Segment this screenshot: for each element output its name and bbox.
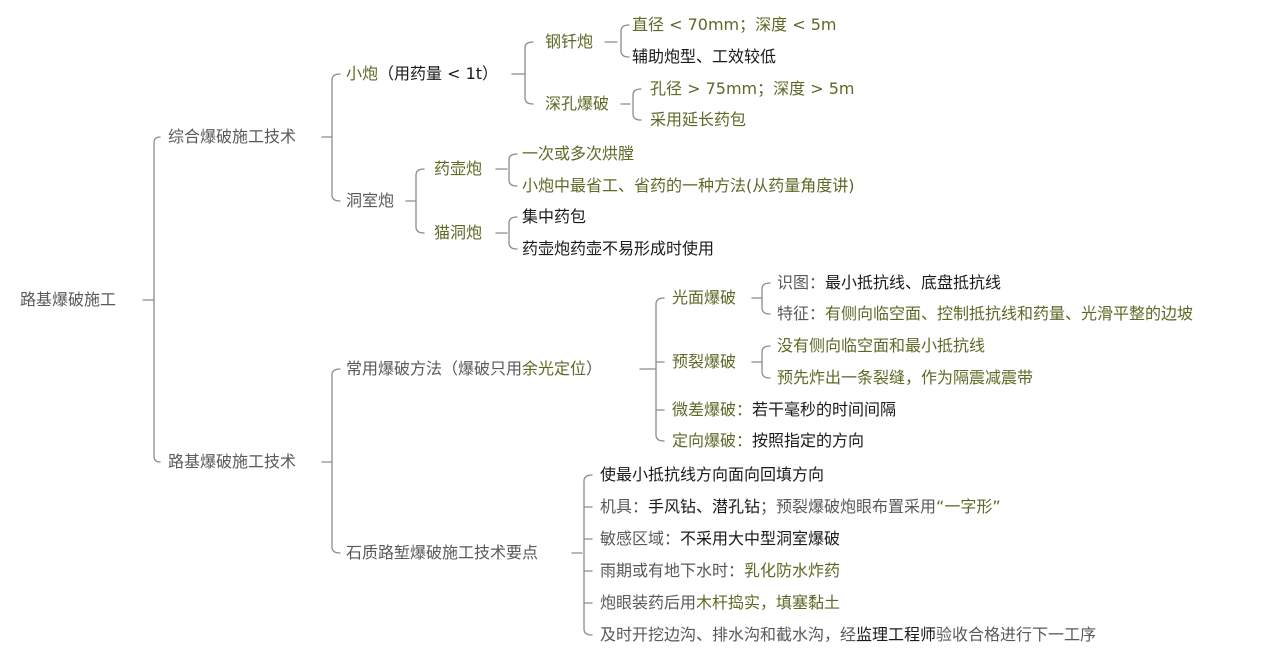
leaf-pot-hole-item-2: 小炮中最省工、省药的一种方法(从药量角度讲) <box>522 176 855 195</box>
rock-item-5-label: 炮眼装药后用 <box>600 593 697 612</box>
millisecond-blast-value: 若干毫秒的时间间隔 <box>752 400 897 419</box>
directional-blast-value: 按照指定的方向 <box>752 431 865 450</box>
node-smooth-blast: 光面爆破 <box>672 288 737 307</box>
smooth-item-2-value: 有侧向临空面、控制抵抗线和药量、光滑平整的边坡 <box>825 304 1194 323</box>
root-node: 路基爆破施工 <box>20 290 117 309</box>
leaf-rock-item-5: 炮眼装药后用木杆捣实，填塞黏土 <box>600 593 840 613</box>
node-rock-cut-key-points: 石质路堑爆破施工技术要点 <box>346 543 539 562</box>
node-chamber-blast: 洞室炮 <box>346 191 395 210</box>
leaf-smooth-item-1: 识图：最小抵抗线、底盘抵抗线 <box>777 273 1001 293</box>
small-blast-label: 小炮 <box>346 64 379 83</box>
rock-item-6-suffix: 验收合格进行下一工序 <box>936 625 1097 644</box>
smooth-item-2-label: 特征： <box>777 304 826 323</box>
node-cat-hole-blast: 猫洞炮 <box>434 223 483 242</box>
common-methods-label: 常用爆破方法（爆破只用 <box>346 359 523 378</box>
node-presplit-blast: 预裂爆破 <box>672 352 737 371</box>
rock-item-3-value: 不采用大中型洞室爆破 <box>680 529 841 548</box>
rock-item-3-label: 敏感区域： <box>600 529 681 548</box>
branch-roadbed-blasting: 路基爆破施工技术 <box>168 452 297 471</box>
leaf-smooth-item-2: 特征：有侧向临空面、控制抵抗线和药量、光滑平整的边坡 <box>777 304 1193 324</box>
rock-item-2-shape: “一字形” <box>936 497 1001 516</box>
leaf-cat-hole-item-2: 药壶炮药壶不易形成时使用 <box>522 239 715 258</box>
leaf-rock-item-3: 敏感区域：不采用大中型洞室爆破 <box>600 529 840 549</box>
smooth-item-1-label: 识图： <box>777 273 826 292</box>
leaf-deep-hole-item-1: 孔径 > 75mm；深度 > 5m <box>650 79 855 98</box>
rock-item-2-label: 机具： <box>600 497 649 516</box>
leaf-pot-hole-item-1: 一次或多次烘膛 <box>522 144 635 163</box>
common-methods-close: ） <box>586 359 603 378</box>
rock-item-2-middle: ；预裂爆破炮眼布置采用 <box>760 497 937 516</box>
leaf-rock-item-6: 及时开挖边沟、排水沟和截水沟，经监理工程师验收合格进行下一工序 <box>600 625 1096 645</box>
smooth-item-1-value: 最小抵抗线、底盘抵抗线 <box>825 273 1002 292</box>
leaf-deep-hole-item-2: 采用延长药包 <box>650 110 747 129</box>
common-methods-highlight: 余光定位 <box>522 359 587 378</box>
node-small-blast: 小炮（用药量 < 1t） <box>346 64 498 84</box>
leaf-cat-hole-item-1: 集中药包 <box>522 207 587 226</box>
rock-item-5-value: 木杆捣实，填塞黏土 <box>696 593 841 612</box>
rock-item-4-value: 乳化防水炸药 <box>744 561 841 580</box>
leaf-rock-item-4: 雨期或有地下水时：乳化防水炸药 <box>600 561 840 581</box>
leaf-steel-rod-item-1: 直径 < 70mm；深度 < 5m <box>632 15 837 34</box>
leaf-rock-item-1: 使最小抵抗线方向面向回填方向 <box>600 465 825 484</box>
rock-item-2-tools: 手风钻、潜孔钻 <box>648 497 761 516</box>
node-common-methods: 常用爆破方法（爆破只用余光定位） <box>346 359 602 379</box>
node-pot-hole-blast: 药壶炮 <box>434 159 483 178</box>
node-millisecond-blast: 微差爆破：若干毫秒的时间间隔 <box>672 400 896 420</box>
leaf-presplit-item-2: 预先炸出一条裂缝，作为隔震减震带 <box>777 368 1034 387</box>
rock-item-6-prefix: 及时开挖边沟、排水沟和截水沟，经 <box>600 625 857 644</box>
node-steel-rod-blast: 钢钎炮 <box>545 32 594 51</box>
rock-item-6-supervisor: 监理工程师 <box>856 625 937 644</box>
leaf-rock-item-2: 机具：手风钻、潜孔钻；预裂爆破炮眼布置采用“一字形” <box>600 497 1001 517</box>
branch-comprehensive-blasting: 综合爆破施工技术 <box>168 127 297 146</box>
leaf-steel-rod-item-2: 辅助炮型、工效较低 <box>632 47 777 66</box>
small-blast-note: （用药量 < 1t） <box>378 64 499 83</box>
node-deep-hole-blast: 深孔爆破 <box>545 94 610 113</box>
millisecond-blast-label: 微差爆破： <box>672 400 753 419</box>
leaf-presplit-item-1: 没有侧向临空面和最小抵抗线 <box>777 336 986 355</box>
rock-item-4-label: 雨期或有地下水时： <box>600 561 745 580</box>
directional-blast-label: 定向爆破： <box>672 431 753 450</box>
node-directional-blast: 定向爆破：按照指定的方向 <box>672 431 864 451</box>
